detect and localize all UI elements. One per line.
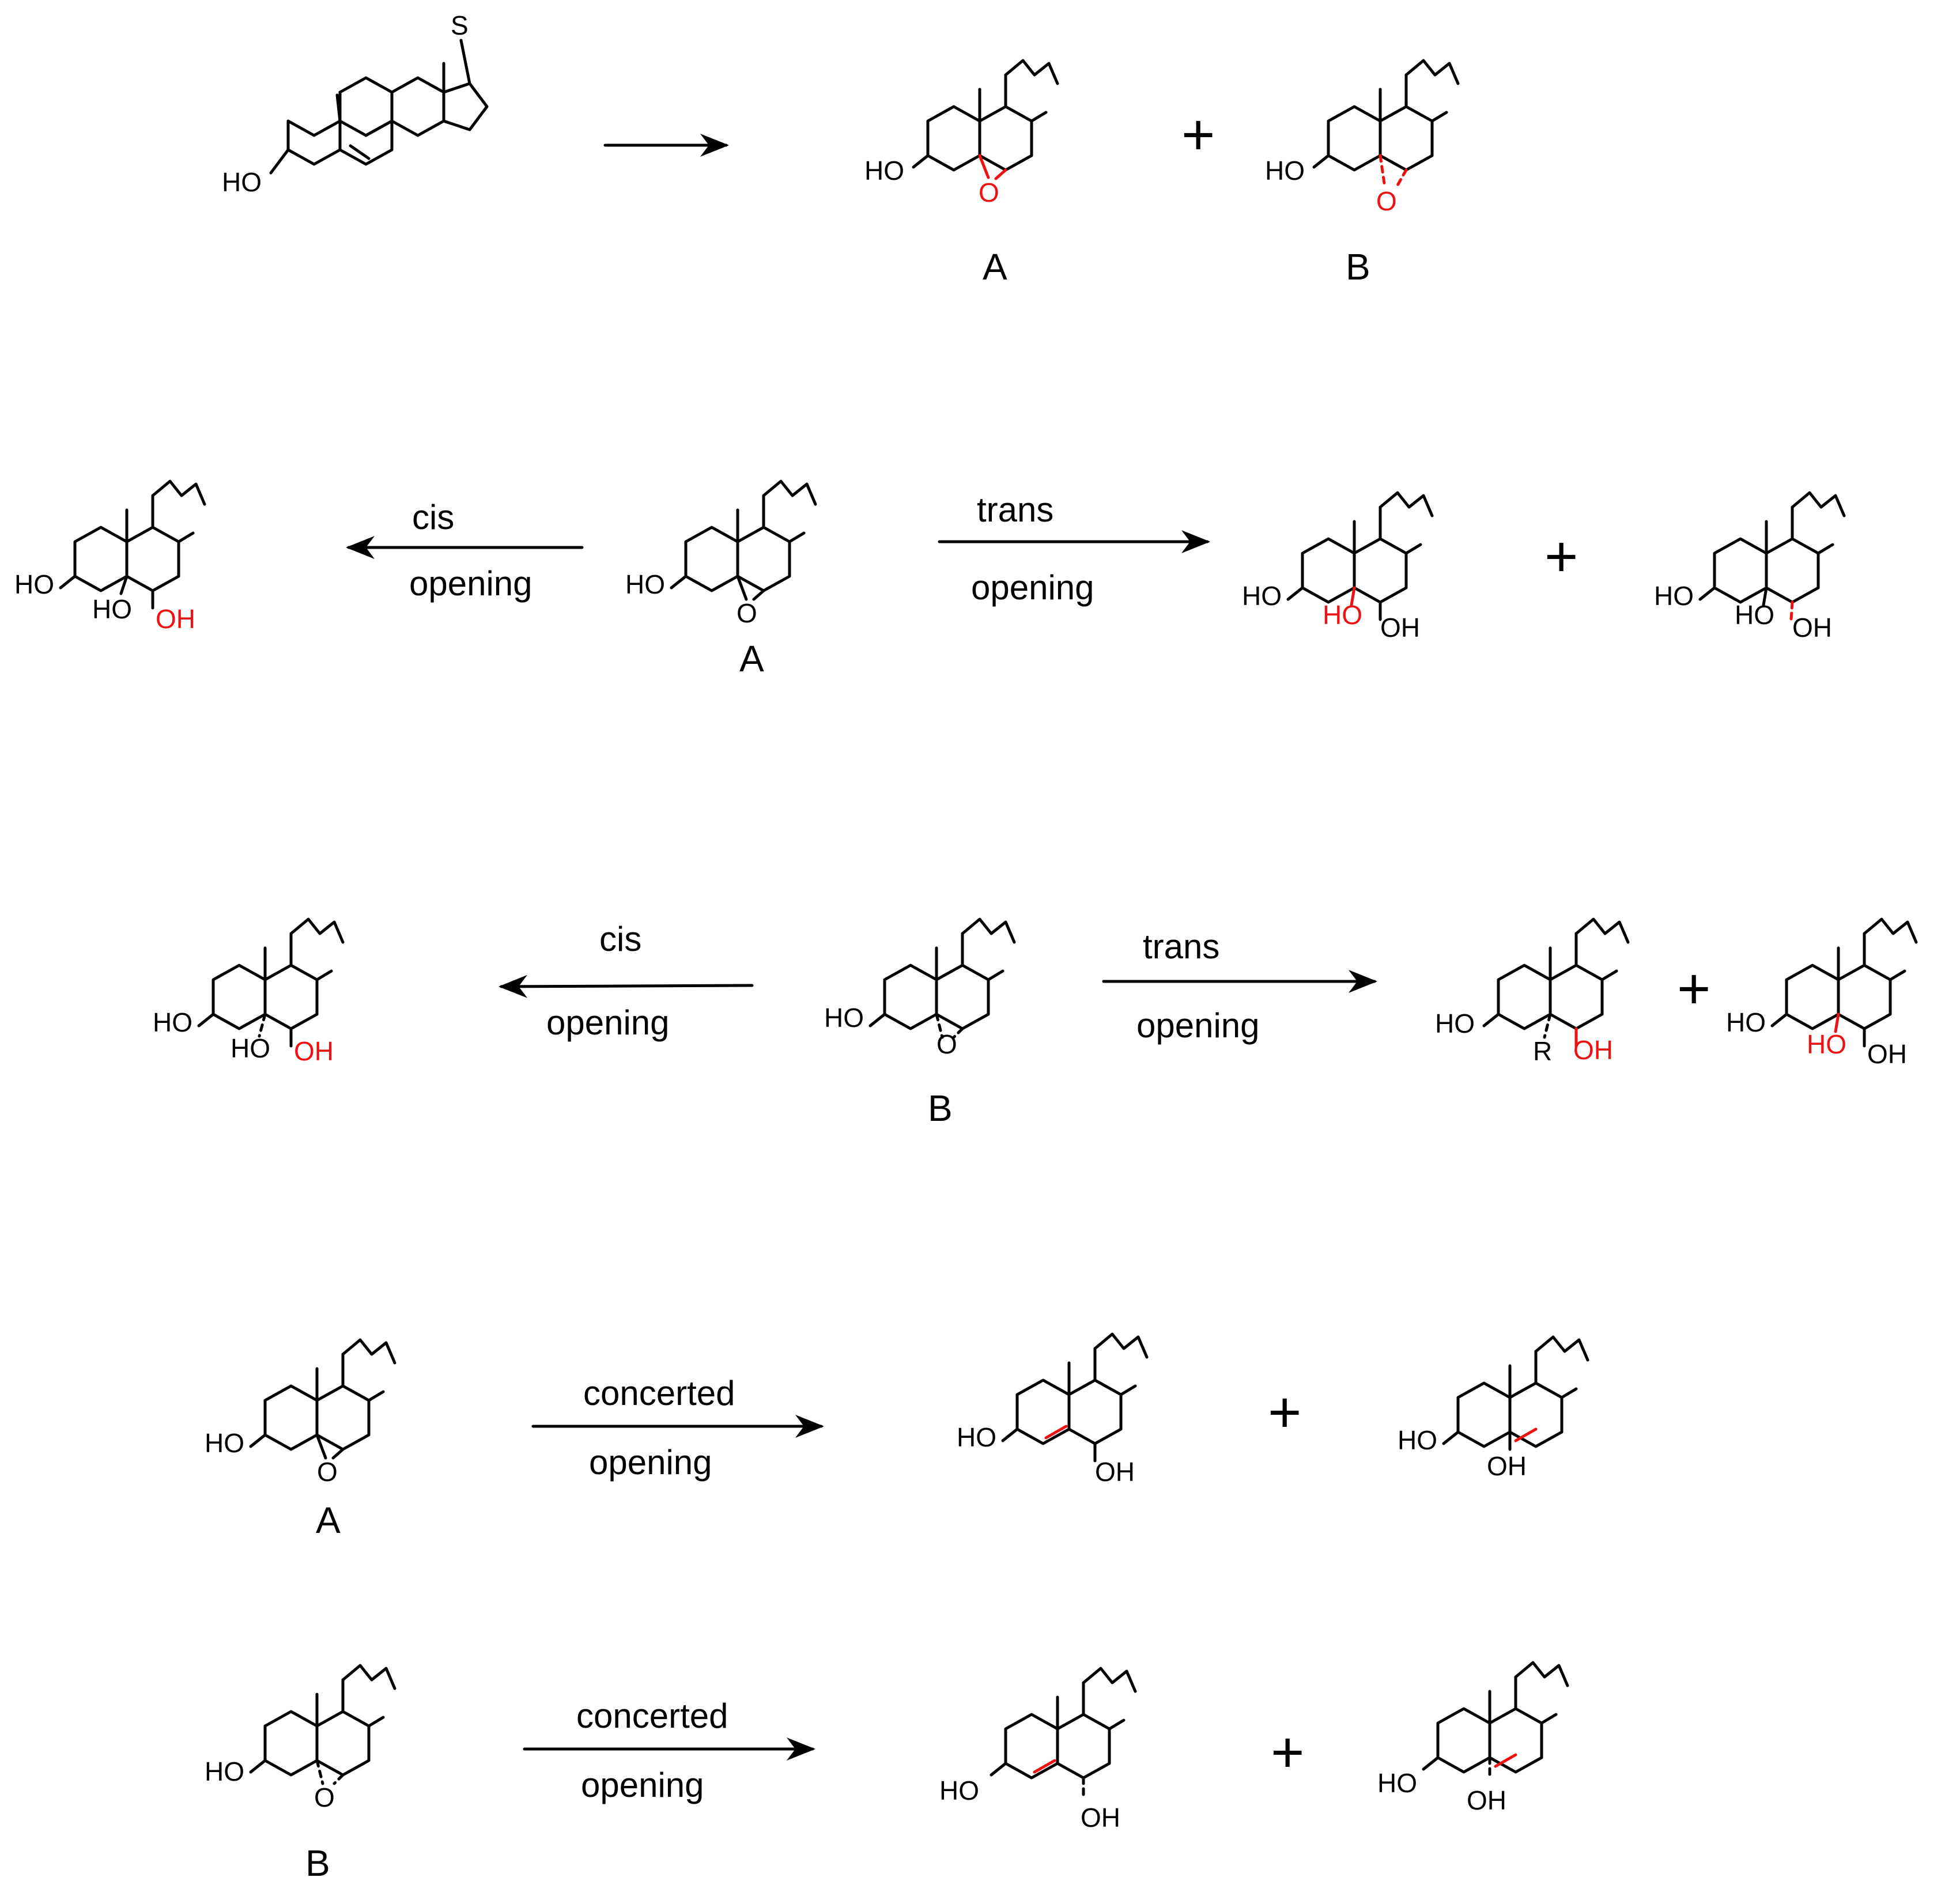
hydroxyl-label: HO: [14, 569, 54, 599]
substituent-R: R: [1533, 1036, 1552, 1066]
hydroxyl-label: OH: [1487, 1451, 1527, 1481]
plus-sign: +: [1268, 1380, 1301, 1445]
steroid-start-material: HO S: [222, 10, 489, 197]
hydroxyl-label: HO: [222, 167, 262, 197]
compound-label-A: A: [739, 638, 764, 679]
condition-concerted: concerted: [576, 1697, 728, 1735]
hydroxyl-label: HO: [205, 1428, 244, 1458]
hydroxyl-label: OH: [1095, 1457, 1135, 1487]
epoxide-oxygen: O: [314, 1782, 335, 1812]
reaction-arrow-cis: [499, 974, 754, 998]
cis-diol-from-A: HO HO OH: [14, 479, 206, 634]
epoxide-oxygen: O: [936, 1029, 957, 1059]
epoxide-oxygen: O: [737, 598, 757, 628]
hydroxyl-label: OH: [1467, 1785, 1506, 1815]
hydroxyl-label: HO: [625, 569, 665, 599]
plus-sign: +: [1271, 1720, 1304, 1785]
compound-label-A: A: [983, 246, 1007, 288]
hydroxyl-label: HO: [824, 1003, 864, 1033]
new-hydroxyl-label: OH: [294, 1036, 334, 1066]
allylic-diol-B-2: HO OH: [1377, 1661, 1569, 1815]
new-hydroxyl-label: OH: [1573, 1035, 1613, 1065]
epoxide-oxygen: O: [317, 1457, 338, 1487]
condition-opening: opening: [971, 568, 1094, 607]
condition-cis: cis: [599, 920, 641, 958]
hydroxyl-label: HO: [1726, 1007, 1766, 1037]
compound-label-B: B: [305, 1842, 330, 1884]
condition-opening: opening: [581, 1766, 704, 1804]
hydroxyl-label: OH: [1380, 613, 1420, 643]
hydroxyl-label: HO: [153, 1007, 192, 1037]
epoxide-B-center: HO O: [824, 917, 1016, 1059]
side-chain-label: S: [451, 10, 469, 40]
allylic-diol-B-1: HO OH: [939, 1667, 1137, 1833]
condition-opening: opening: [1136, 1006, 1260, 1045]
hydroxyl-label: OH: [1867, 1039, 1907, 1069]
compound-label-B: B: [928, 1087, 953, 1129]
condition-opening: opening: [409, 564, 533, 603]
compound-label-A: A: [316, 1499, 341, 1541]
hydroxyl-label: HO: [1242, 581, 1282, 611]
epoxide-A-center: HO O: [625, 479, 817, 628]
condition-concerted: concerted: [583, 1374, 735, 1412]
hydroxyl-label: OH: [1792, 613, 1832, 643]
epoxide-B-concerted: HO O: [205, 1664, 396, 1812]
new-hydroxyl-label: HO: [1323, 600, 1362, 630]
new-hydroxyl-label: HO: [1807, 1029, 1846, 1059]
epoxide-oxygen: O: [979, 177, 999, 207]
hydroxyl-label: HO: [1265, 156, 1305, 186]
hydroxyl-label: HO: [1735, 600, 1774, 630]
hydroxyl-label: HO: [92, 594, 132, 624]
hydroxyl-label: HO: [205, 1757, 244, 1786]
allylic-diol-A-2: HO OH: [1398, 1335, 1589, 1481]
condition-trans: trans: [977, 490, 1053, 529]
allylic-diol-A-1: HO OH: [957, 1332, 1149, 1487]
epoxide-B-structure: HO O: [1265, 59, 1460, 216]
condition-opening: opening: [589, 1443, 712, 1482]
plus-sign: +: [1181, 103, 1215, 167]
plus-sign: +: [1544, 524, 1578, 589]
hydroxyl-label: HO: [1398, 1425, 1437, 1455]
condition-opening: opening: [546, 1003, 670, 1042]
epoxide-A-structure: HO O: [864, 59, 1059, 207]
condition-cis: cis: [412, 498, 454, 537]
new-hydroxyl-label: OH: [156, 604, 195, 634]
trans-diol-B-1: HO R OH: [1435, 917, 1630, 1066]
hydroxyl-label: HO: [939, 1776, 979, 1805]
hydroxyl-label: HO: [957, 1422, 996, 1452]
trans-diol-A-1: HO HO OH: [1242, 491, 1434, 643]
condition-trans: trans: [1143, 927, 1219, 966]
hydroxyl-label: HO: [864, 156, 904, 186]
hydroxyl-label: HO: [1435, 1008, 1475, 1038]
hydroxyl-label: HO: [1377, 1768, 1417, 1798]
plus-sign: +: [1677, 957, 1710, 1021]
compound-label-B: B: [1346, 246, 1370, 288]
hydroxyl-label: HO: [1654, 581, 1694, 611]
trans-diol-A-2: HO HO OH: [1654, 491, 1846, 643]
epoxide-A-concerted: HO O: [205, 1338, 396, 1487]
hydroxyl-label: HO: [231, 1033, 270, 1063]
epoxide-oxygen: O: [1376, 186, 1397, 216]
cis-diol-from-B: HO HO OH: [153, 917, 345, 1066]
hydroxyl-label: OH: [1081, 1803, 1120, 1833]
trans-diol-B-2: HO HO OH: [1726, 917, 1918, 1069]
